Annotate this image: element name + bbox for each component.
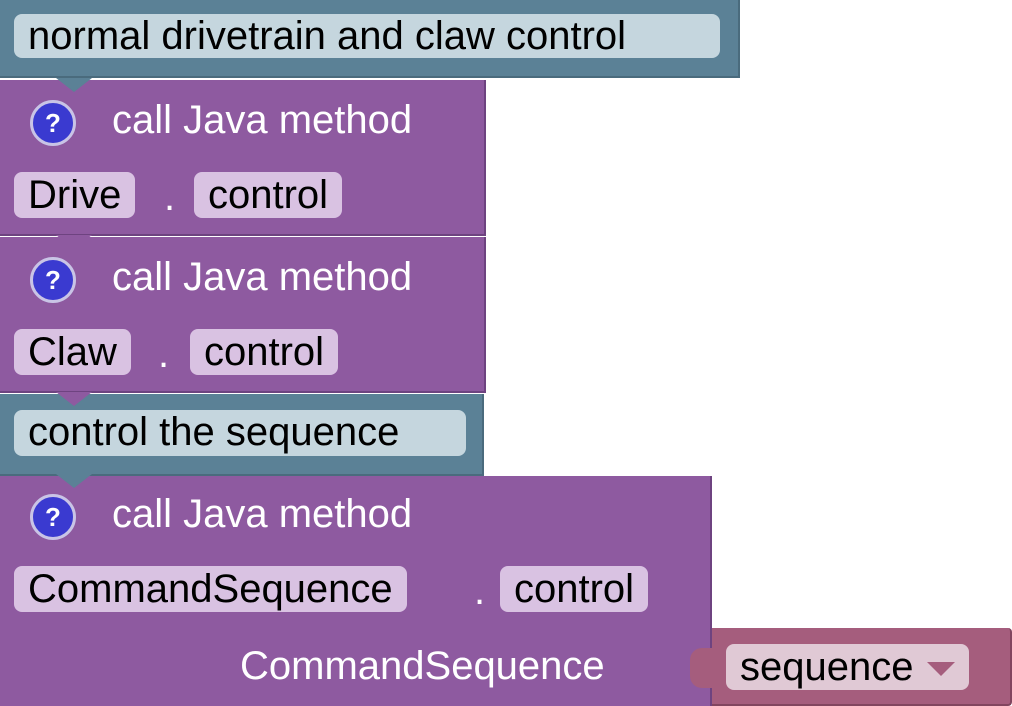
separator: .: [158, 332, 170, 376]
separator: .: [164, 175, 176, 219]
class-name-field[interactable]: Drive: [14, 172, 136, 218]
block-title: call Java method: [112, 492, 413, 536]
value-input-connector: [690, 648, 712, 688]
separator: .: [474, 569, 486, 613]
block-connector-notch: [56, 78, 92, 92]
variable-dropdown[interactable]: sequence: [726, 644, 970, 690]
help-icon[interactable]: ?: [30, 257, 76, 303]
parameter-label: CommandSequence: [240, 644, 605, 688]
help-icon[interactable]: ?: [30, 100, 76, 146]
method-name-field[interactable]: control: [190, 329, 339, 375]
variable-name: sequence: [740, 645, 914, 689]
method-name-field[interactable]: control: [194, 172, 343, 218]
help-icon[interactable]: ?: [30, 494, 76, 540]
call-java-method-block-drive[interactable]: ? call Java method Drive . control: [0, 78, 486, 236]
comment-block-sequence[interactable]: control the sequence: [0, 392, 484, 476]
block-title: call Java method: [112, 98, 413, 142]
block-connector-notch: [56, 235, 92, 249]
variable-getter-block[interactable]: sequence: [690, 628, 1012, 706]
method-name-field[interactable]: control: [500, 566, 649, 612]
comment-text[interactable]: control the sequence: [14, 410, 466, 456]
class-name-field[interactable]: Claw: [14, 329, 131, 375]
call-java-method-block-claw[interactable]: ? call Java method Claw . control: [0, 235, 486, 393]
comment-text[interactable]: normal drivetrain and claw control: [14, 14, 720, 58]
call-java-method-block-commandsequence[interactable]: ? call Java method CommandSequence . con…: [0, 474, 712, 706]
triangle-down-icon: [927, 662, 956, 677]
class-name-field[interactable]: CommandSequence: [14, 566, 407, 612]
block-connector-notch: [56, 392, 92, 406]
comment-block-drivetrain[interactable]: normal drivetrain and claw control: [0, 0, 740, 78]
block-title: call Java method: [112, 255, 413, 299]
block-connector-notch: [56, 474, 92, 488]
